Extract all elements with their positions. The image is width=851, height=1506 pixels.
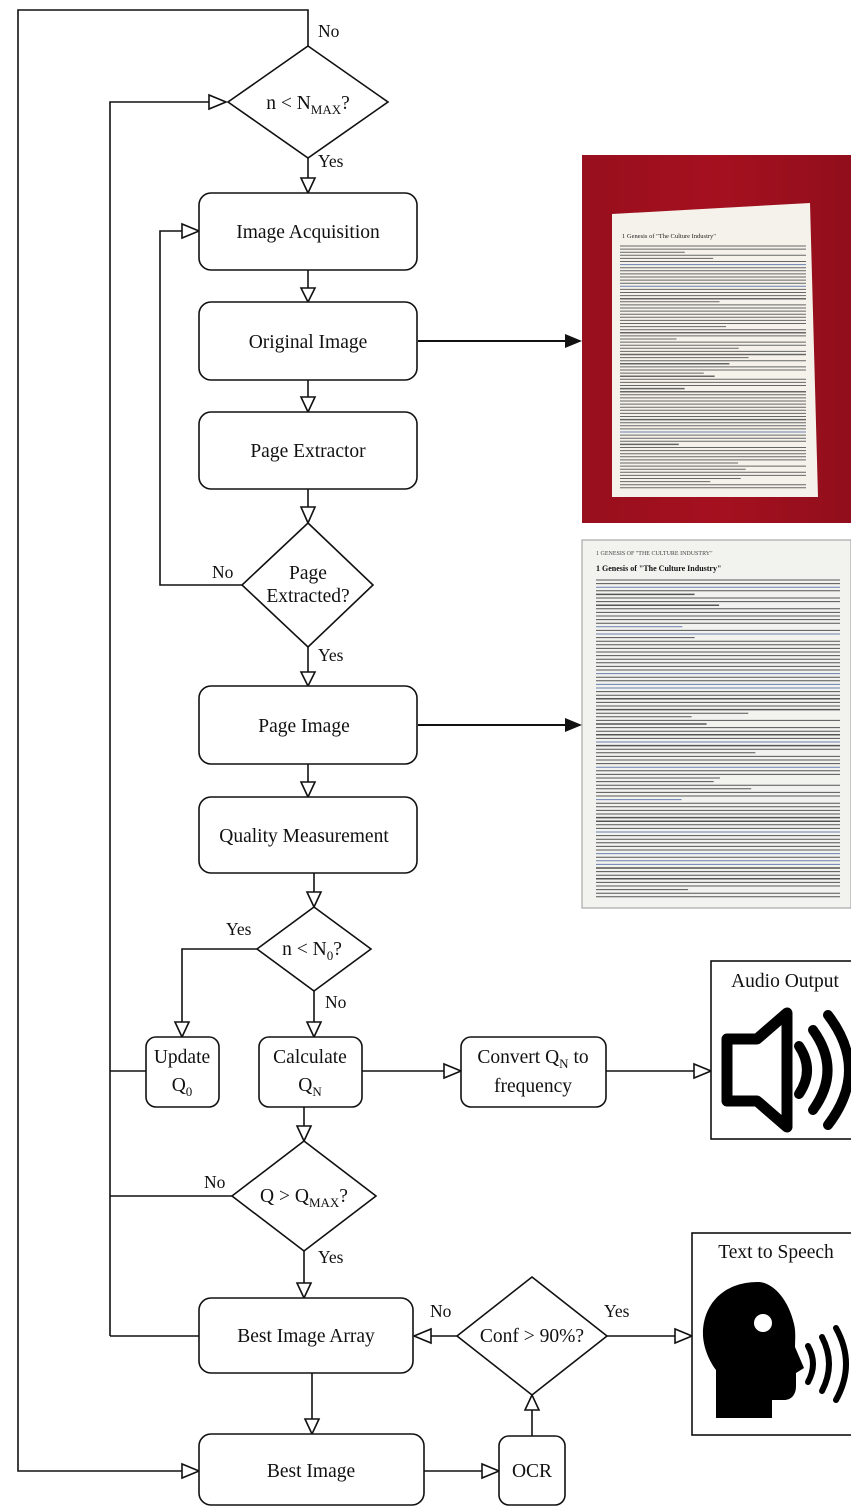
arrowhead-page-extracted [299,506,317,525]
arrowhead-update-q0 [173,1021,191,1039]
page-extracted-no-line [159,230,242,586]
decision-page-extracted: Page Extracted? [240,521,375,649]
decision-n-0: n < N0? [255,906,373,992]
svg-text:Page Extractor: Page Extractor [250,441,366,462]
arrowhead-calc-qn [305,1021,323,1039]
svg-text:n < N0?: n < N0? [282,939,342,963]
arrowhead-best-image [303,1418,321,1436]
svg-text:Quality Measurement: Quality Measurement [219,826,389,847]
arrowhead-best-array [295,1282,313,1300]
svg-text:OCR: OCR [512,1461,552,1482]
svg-text:Text to Speech: Text to Speech [718,1242,834,1263]
arrowhead-page-image [299,671,317,688]
svg-text:Calculate: Calculate [273,1047,347,1068]
svg-text:Page: Page [289,563,327,584]
svg-text:Page Image: Page Image [258,716,350,737]
arrowhead-tts [674,1327,695,1345]
arrowhead-qmax [295,1125,313,1143]
page-image-photo: 1 GENESIS OF "THE CULTURE INDUSTRY" 1 Ge… [581,539,851,909]
box-calculate-qn: Calculate QN [258,1036,363,1108]
svg-text:QN: QN [298,1075,322,1099]
svg-text:Original Image: Original Image [249,332,368,353]
label-page-extracted-no: No [212,562,234,582]
svg-text:Extracted?: Extracted? [266,586,349,607]
arrowhead-audio [693,1062,714,1080]
arrowhead-ocr [481,1462,502,1480]
label-nmax-no: No [318,21,340,41]
label-n0-yes: Yes [226,919,252,939]
svg-text:Conf > 90%?: Conf > 90%? [480,1326,584,1347]
label-qmax-yes: Yes [318,1247,344,1267]
box-convert-qn-frequency: Convert QN to frequency [460,1036,607,1108]
box-best-image-array: Best Image Array [198,1297,414,1374]
arrowhead-best-image-left [181,1462,202,1480]
arrowhead-page-photo [565,718,582,732]
label-conf-yes: Yes [604,1301,630,1321]
label-n0-no: No [325,992,347,1012]
box-original-image: Original Image [198,301,418,381]
box-page-image: Page Image [198,685,418,765]
box-quality-measurement: Quality Measurement [198,796,418,874]
svg-text:Image Acquisition: Image Acquisition [236,222,380,243]
svg-text:Best Image: Best Image [267,1461,355,1482]
decision-conf: Conf > 90%? [455,1275,609,1397]
arrowhead-array-right [411,1327,432,1345]
svg-text:Update: Update [154,1047,210,1068]
box-image-acquisition: Image Acquisition [198,192,418,271]
svg-text:frequency: frequency [494,1076,572,1097]
svg-text:Q0: Q0 [172,1075,193,1099]
loop-line-nmax-no [17,9,309,1472]
arrowhead-conf [523,1393,541,1411]
label-page-extracted-yes: Yes [318,645,344,665]
arrowhead-quality [299,781,317,799]
label-nmax-yes: Yes [318,151,344,171]
output-audio: Audio Output [710,960,851,1140]
svg-text:Convert QN to: Convert QN to [477,1047,588,1071]
arrowhead-orig [299,287,317,304]
svg-text:Audio Output: Audio Output [731,971,839,992]
box-ocr: OCR [498,1435,566,1506]
bus-line [109,101,213,1336]
arrowhead-n0 [305,891,323,909]
n0-yes-line [181,948,257,1022]
svg-text:Best Image Array: Best Image Array [237,1326,375,1347]
svg-text:Q > QMAX?: Q > QMAX? [260,1186,348,1210]
output-tts: Text to Speech [691,1232,851,1436]
arrowhead-convert [443,1062,464,1080]
arrowhead-image-acq-left [181,222,202,240]
svg-text:1 GENESIS OF "THE CULTURE IND: 1 GENESIS OF "THE CULTURE INDUSTRY" [596,551,713,557]
decision-q-max: Q > QMAX? [230,1139,378,1253]
speaking-head-icon [702,1282,849,1418]
label-conf-no: No [430,1301,452,1321]
arrowhead-nmax-in [208,93,229,111]
decision-n-max: n < NMAX? [226,45,390,159]
svg-text:n < NMAX?: n < NMAX? [266,93,350,117]
box-best-image: Best Image [198,1433,425,1506]
arrowhead-orig-photo [565,334,582,348]
arrowhead-image-acq [299,177,317,195]
box-update-q0: Update Q0 [145,1036,220,1108]
svg-text:1 Genesis of "The Culture Indu: 1 Genesis of "The Culture Industry" [622,233,716,240]
speaker-icon [721,1007,851,1133]
svg-text:1 Genesis of "The Culture In: 1 Genesis of "The Culture Industry" [596,564,721,573]
label-qmax-no: No [204,1172,226,1192]
box-page-extractor: Page Extractor [198,411,418,490]
original-image-photo: 1 Genesis of "The Culture Industry" [582,155,851,523]
arrowhead-extractor [299,396,317,414]
